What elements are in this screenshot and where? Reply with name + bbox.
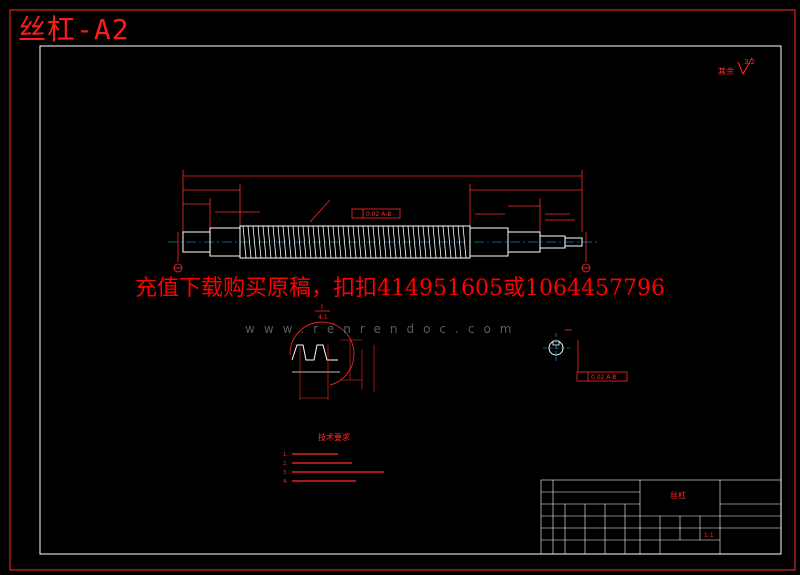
tolerance-detail-text: 0.02 A-B xyxy=(591,374,616,381)
thread-ridge xyxy=(327,225,332,259)
thread-ridge xyxy=(372,225,377,259)
note-2: 2. xyxy=(283,461,288,467)
thread-ridge xyxy=(447,225,452,259)
title-block xyxy=(540,479,782,555)
section-label-bottom: 4:1 xyxy=(318,314,328,321)
thread-ridge xyxy=(462,225,467,259)
thread-ridge xyxy=(262,225,267,259)
drawing-border xyxy=(39,45,782,555)
thread-ridge xyxy=(347,225,352,259)
title-block-part-name: 丝杠 xyxy=(670,490,686,500)
thread-ridge xyxy=(342,225,347,259)
thread-ridge xyxy=(382,225,387,259)
shaft-body xyxy=(182,225,583,259)
outer-frame xyxy=(9,9,796,571)
thread-ridge xyxy=(332,225,337,259)
thread-ridge xyxy=(422,225,427,259)
thread-ridge xyxy=(377,225,382,259)
thread-ridge xyxy=(452,225,457,259)
thread-ridge xyxy=(257,225,262,259)
thread-ridge xyxy=(267,225,272,259)
thread-ridge xyxy=(362,225,367,259)
datum-marks xyxy=(173,232,591,273)
thread-ridge xyxy=(437,225,442,259)
note-3: 3. xyxy=(283,470,288,476)
thread-ridge xyxy=(442,225,447,259)
sheet-title: 丝杠-A2 xyxy=(18,13,130,46)
thread-ridge xyxy=(242,225,247,259)
keyway-section-view: 0.02 A-B xyxy=(543,329,628,382)
title-block-scale: 1:1 xyxy=(704,532,714,539)
thread-detail-view xyxy=(289,321,375,400)
roughness-value: 3.2 xyxy=(744,58,755,66)
thread-ridge xyxy=(282,225,287,259)
thread-ridge xyxy=(317,225,322,259)
thread-ridge xyxy=(272,225,277,259)
thread-ridge xyxy=(427,225,432,259)
thread-ridge xyxy=(417,225,422,259)
section-marker: I 4:1 xyxy=(315,303,330,321)
thread-ridge xyxy=(307,225,312,259)
note-4: 4. xyxy=(283,479,288,485)
technical-notes: 技术要求 1. 2. 3. 4. xyxy=(283,432,384,485)
thread-ridge xyxy=(412,225,417,259)
section-label-top: I xyxy=(321,303,323,311)
thread-ridge xyxy=(337,225,342,259)
thread-ridge xyxy=(292,225,297,259)
thread-ridge xyxy=(322,225,327,259)
thread-pattern xyxy=(242,225,467,259)
thread-ridge xyxy=(277,225,282,259)
thread-ridge xyxy=(432,225,437,259)
thread-ridge xyxy=(352,225,357,259)
note-1: 1. xyxy=(283,452,288,458)
thread-ridge xyxy=(247,225,252,259)
thread-ridge xyxy=(297,225,302,259)
thread-ridge xyxy=(457,225,462,259)
thread-ridge xyxy=(312,225,317,259)
tolerance-upper-text: 0.02 A-B xyxy=(366,211,391,218)
thread-ridge xyxy=(367,225,372,259)
tolerance-frame-upper: 0.02 A-B xyxy=(351,208,401,219)
thread-ridge xyxy=(357,225,362,259)
site-watermark: www.renrendoc.com xyxy=(245,322,521,336)
dimension-lines xyxy=(182,170,583,232)
notes-heading: 技术要求 xyxy=(318,432,350,442)
thread-ridge xyxy=(402,225,407,259)
thread-ridge xyxy=(387,225,392,259)
thread-ridge xyxy=(287,225,292,259)
thread-ridge xyxy=(397,225,402,259)
thread-ridge xyxy=(302,225,307,259)
roughness-label: 其余 xyxy=(718,66,734,76)
thread-ridge xyxy=(252,225,257,259)
promo-overlay-text: 充值下载购买原稿，扣扣414951605或1064457796 xyxy=(135,276,665,301)
thread-ridge xyxy=(407,225,412,259)
thread-ridge xyxy=(392,225,397,259)
roughness-symbol: 其余 3.2 xyxy=(718,57,755,76)
